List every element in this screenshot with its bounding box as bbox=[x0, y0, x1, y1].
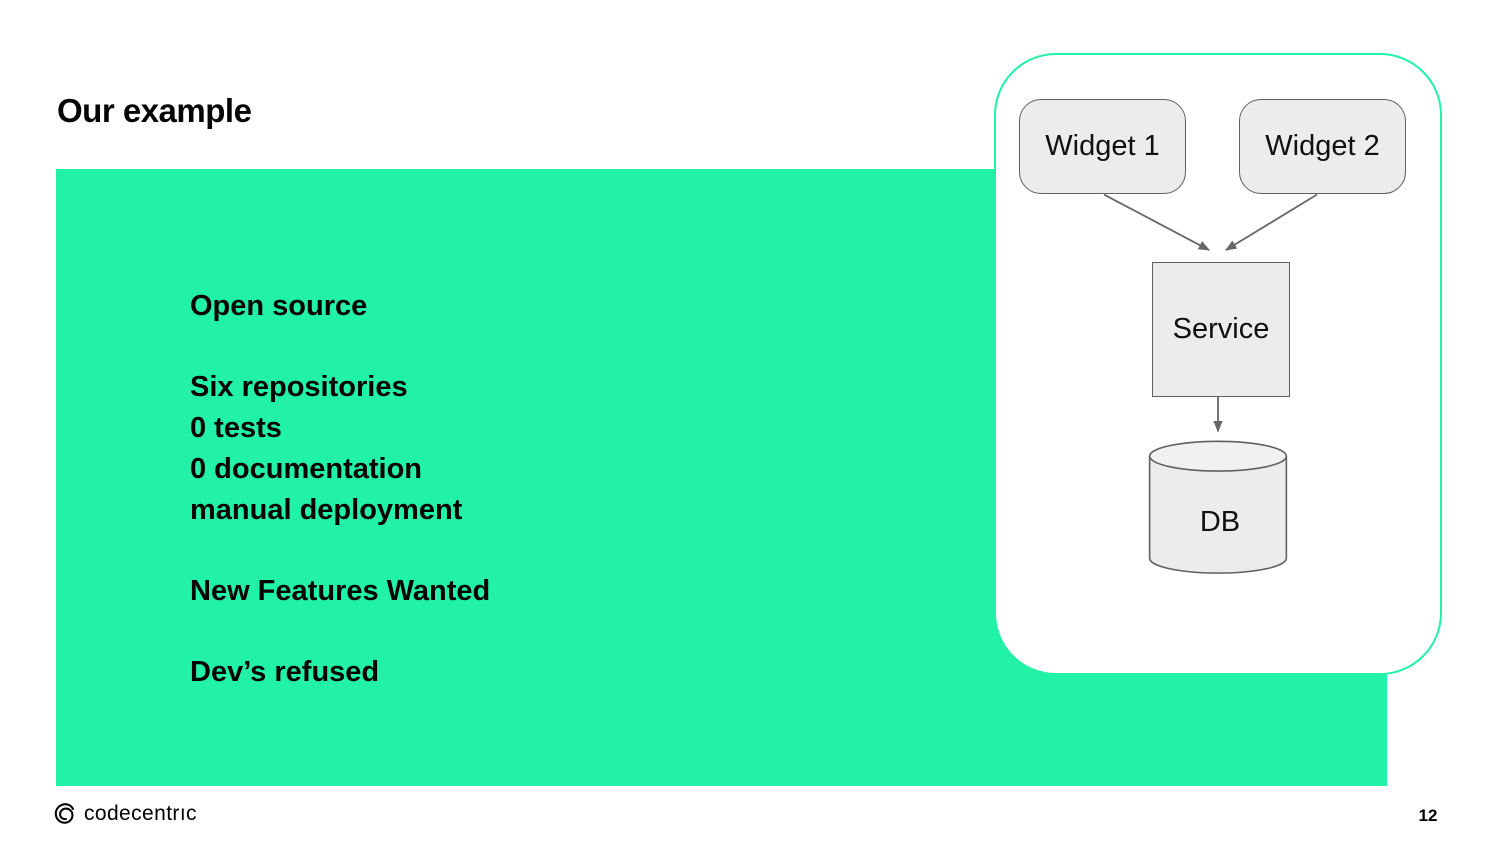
bullet-text-block: Open source Six repositories 0 tests 0 d… bbox=[190, 286, 490, 693]
db-cylinder bbox=[1148, 440, 1288, 574]
widget1-node: Widget 1 bbox=[1019, 99, 1186, 194]
page-number: 12 bbox=[1418, 806, 1438, 825]
text-line-manual-deployment: manual deployment bbox=[190, 494, 463, 526]
text-line-zero-tests: 0 tests bbox=[190, 412, 282, 444]
edge-widget2-service bbox=[1225, 193, 1318, 251]
widget1-label: Widget 1 bbox=[1045, 130, 1160, 162]
logo-wordmark: codecentrıc bbox=[84, 801, 197, 825]
text-line-zero-documentation: 0 documentation bbox=[190, 453, 423, 485]
text-line-open-source: Open source bbox=[190, 290, 368, 322]
service-label: Service bbox=[1172, 313, 1270, 345]
text-line-devs-refused: Dev’s refused bbox=[190, 656, 380, 688]
page-title: Our example bbox=[57, 92, 252, 129]
widget2-label: Widget 2 bbox=[1265, 130, 1380, 162]
db-label: DB bbox=[1199, 506, 1241, 538]
diagram-card: Widget 1 Widget 2 Service DB bbox=[994, 53, 1442, 675]
text-line-new-features: New Features Wanted bbox=[190, 575, 491, 607]
service-node: Service bbox=[1152, 262, 1290, 397]
widget2-node: Widget 2 bbox=[1239, 99, 1406, 194]
codecentric-logo: codecentrıc bbox=[50, 800, 197, 827]
codecentric-swirl-icon bbox=[54, 803, 74, 824]
text-line-six-repositories: Six repositories bbox=[190, 371, 408, 403]
edge-widget1-service bbox=[1103, 193, 1210, 251]
diagram-edges-and-cylinder bbox=[1103, 193, 1318, 574]
